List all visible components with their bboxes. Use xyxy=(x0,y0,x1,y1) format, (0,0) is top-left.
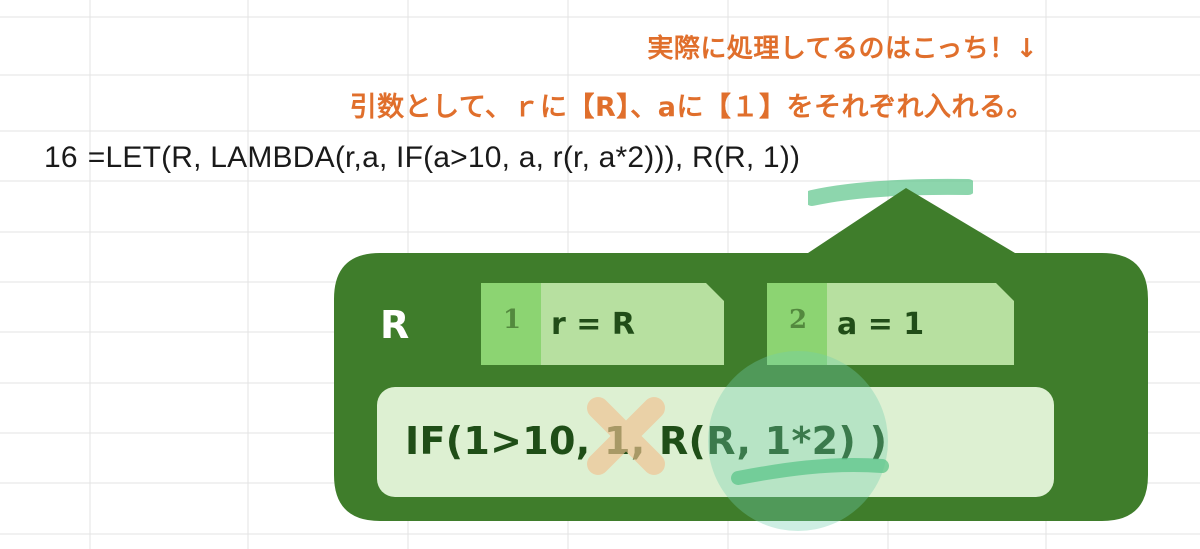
parameter-binding: a = 1 xyxy=(837,307,925,342)
row-number: 16 xyxy=(44,141,78,174)
annotation-line-1: 実際に処理してるのはこっち！↓ xyxy=(647,34,1038,64)
formula-text: =LET(R, LAMBDA(r,a, IF(a>10, a, r(r, a*2… xyxy=(87,141,801,174)
parameter-tab-r: 1 r = R xyxy=(481,283,724,365)
function-body-box xyxy=(377,387,1054,497)
parameter-index: 1 xyxy=(502,305,522,335)
formula-cell[interactable]: 16 =LET(R, LAMBDA(r,a, IF(a>10, a, r(r, a… xyxy=(44,141,800,175)
annotation-line-2: 引数として、ｒに【R】、aに【１】をそれぞれ入れる。 xyxy=(349,92,1034,123)
function-body-text: IF(1>10, 1, R(R, 1*2) ) xyxy=(405,419,888,463)
highlight-underline xyxy=(808,178,973,206)
parameter-index-cell xyxy=(767,283,827,365)
function-name-label: R xyxy=(380,303,410,347)
parameter-binding: r = R xyxy=(551,307,635,342)
parameter-index: 2 xyxy=(788,305,808,335)
parameter-index-cell xyxy=(481,283,541,365)
parameter-tab-a: 2 a = 1 xyxy=(767,283,1014,365)
